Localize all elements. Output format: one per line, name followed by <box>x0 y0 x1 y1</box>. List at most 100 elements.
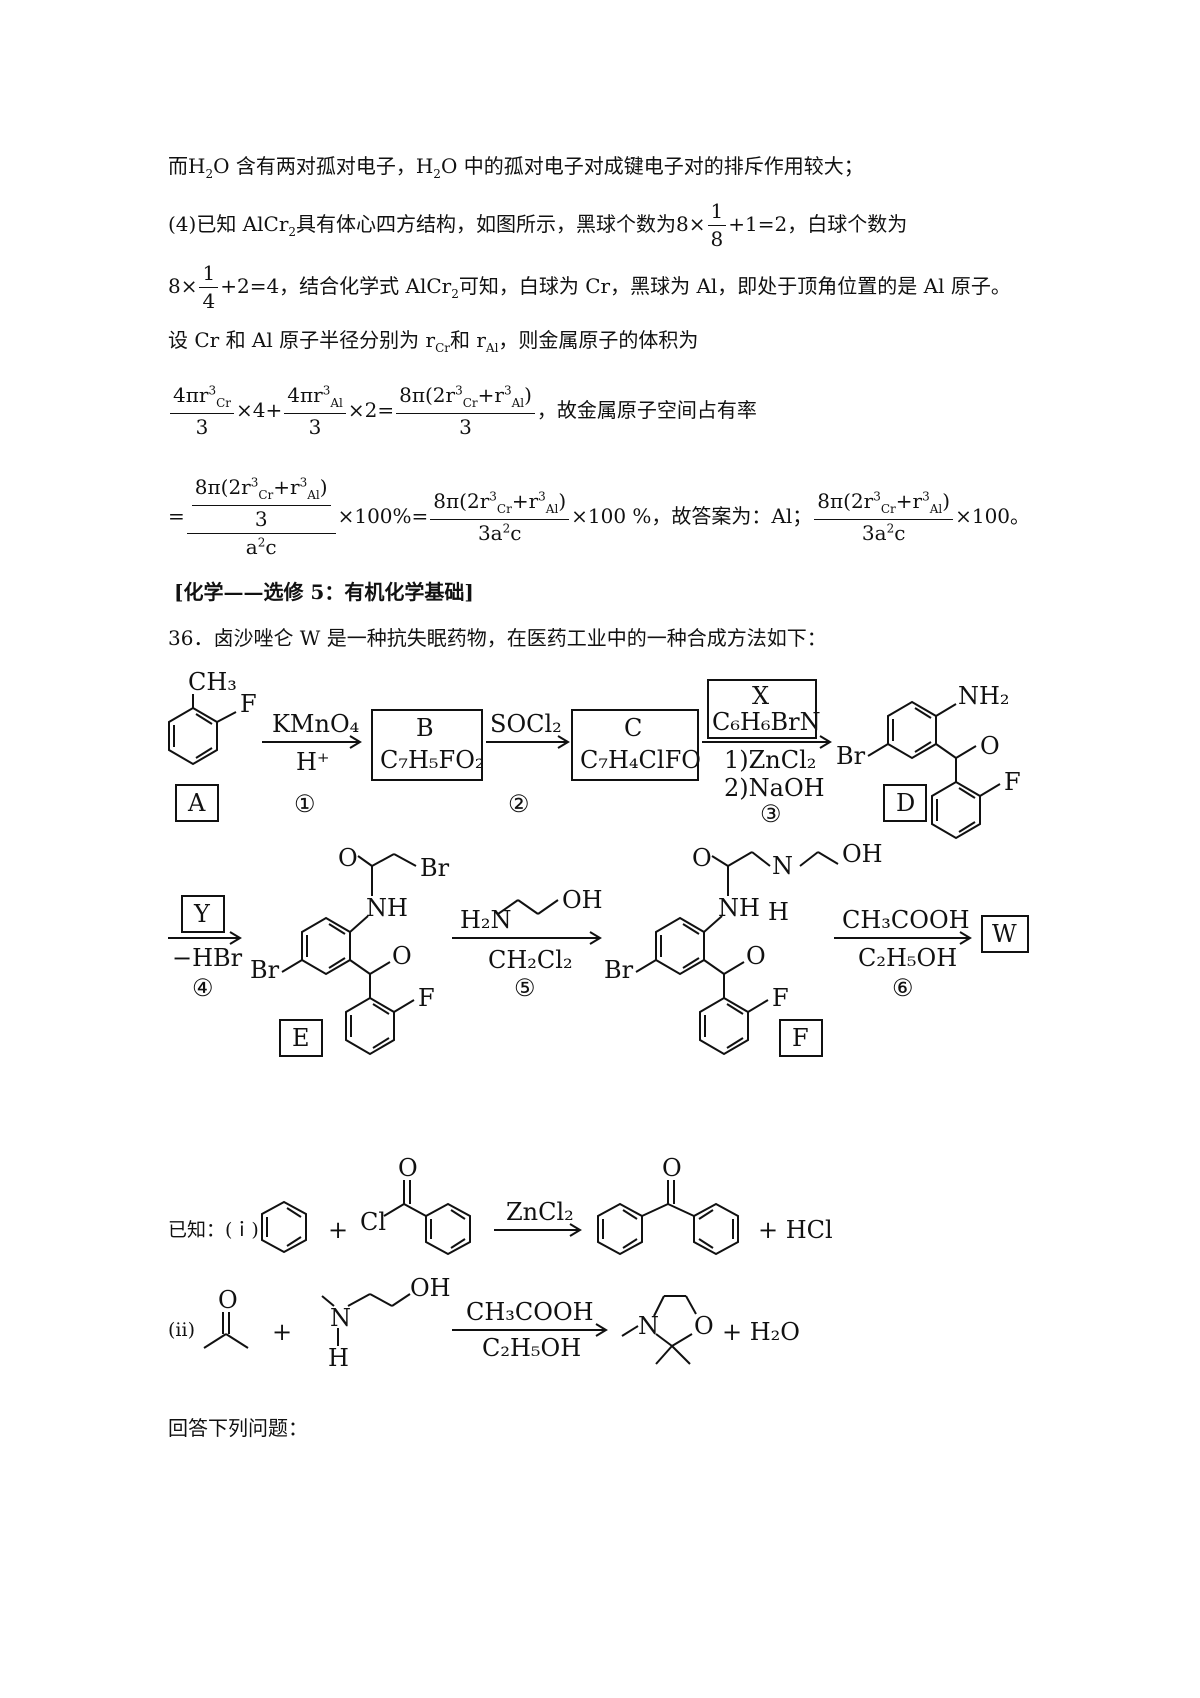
reagent-minus-hbr: −HBr <box>172 944 243 972</box>
label-x: X <box>752 682 769 710</box>
reagent-h-plus: H⁺ <box>296 748 330 776</box>
h-label: H <box>328 1344 349 1372</box>
text-segment: ，则金属原子的体积为 <box>498 328 699 352</box>
benzene-ring-a <box>168 706 218 766</box>
answer-prompt: 回答下列问题： <box>168 1416 308 1440</box>
benzene-ring-e-bottom <box>345 996 395 1056</box>
numerator: 1 <box>199 262 219 288</box>
f-label-e: F <box>418 984 435 1012</box>
denominator: 3a2c <box>861 520 906 545</box>
denominator: 3 <box>459 414 472 439</box>
inner-numerator: 8π(2r3Cr+r3Al) <box>191 475 331 506</box>
known-label-i: 已知：(ｉ) <box>168 1219 259 1241</box>
numerator: 1 <box>707 200 727 226</box>
compound-box-c <box>571 709 699 781</box>
denominator: a2c <box>245 534 277 559</box>
br-label-e: Br <box>250 956 280 984</box>
synthesis-scheme-row1: CH₃ F A KMnO₄ H⁺ ① B C₇H₅FO₂ SOCl₂ ② C C… <box>168 668 1021 840</box>
br-label-f: Br <box>604 956 634 984</box>
text-segment: 可知，白球为 Cr，黑球为 Al，即处于顶角位置的是 Al 原子。 <box>458 274 1011 298</box>
subscript: 2 <box>205 167 214 181</box>
reagent-box-y <box>181 895 225 933</box>
oh-label-f: OH <box>842 840 883 868</box>
step-6: ⑥ <box>892 974 914 1002</box>
label-box-e <box>279 1019 323 1057</box>
denominator: 8 <box>710 227 724 251</box>
product-box-w <box>981 915 1029 953</box>
reagent-oh: OH <box>562 886 603 914</box>
numerator: 8π(2r3Cr+r3Al) <box>430 489 570 520</box>
text-segment: ×100%= <box>337 503 429 528</box>
label-c: C <box>624 714 642 742</box>
label-y: Y <box>193 900 211 928</box>
denominator: 4 <box>202 289 216 313</box>
label-box-a <box>175 784 219 822</box>
reagent-h2n: H₂N <box>460 906 512 934</box>
n-label-ring: N <box>638 1312 659 1340</box>
step-3: ③ <box>760 800 782 828</box>
formula-b: C₇H₅FO₂ <box>380 746 484 774</box>
carbonyl-o-label: O <box>980 732 1000 760</box>
oh-label: OH <box>410 1274 451 1302</box>
label-e: E <box>292 1024 310 1052</box>
o-label-acetone: O <box>218 1286 238 1314</box>
benzene-known-1 <box>261 1200 307 1254</box>
formula-c: C₇H₄ClFO <box>580 746 701 774</box>
fraction: 8π(2r3Cr+r3Al)3a2c <box>430 489 570 545</box>
nh2-label: NH₂ <box>958 682 1010 710</box>
text-segment: +2=4，结合化学式 AlCr <box>220 274 452 298</box>
f-label-d: F <box>1004 768 1021 796</box>
para-radii: 设 Cr 和 Al 原子半径分别为 rCr和 rAl，则金属原子的体积为 <box>168 330 698 354</box>
reagent-zncl2: 1)ZnCl₂ <box>724 746 816 774</box>
step-2: ② <box>508 790 530 818</box>
reagent-socl2: SOCl₂ <box>490 710 562 738</box>
text-segment: (4)已知 AlCr <box>168 212 289 236</box>
reagent-c2h5oh-known: C₂H₅OH <box>482 1334 581 1362</box>
numerator: 8π(2r3Cr+r3Al)3 <box>186 475 336 534</box>
carbonyl-o-label-e: O <box>392 942 412 970</box>
reagent-naoh: 2)NaOH <box>724 774 825 802</box>
fraction: 8π(2r3Cr+r3Al)3a2c <box>814 489 954 545</box>
compound-box-b <box>371 709 483 781</box>
reagent-zncl2-known: ZnCl₂ <box>506 1198 574 1226</box>
text-segment: O 中的孤对电子对成键电子对的排斥作用较大； <box>440 154 864 178</box>
f-label-f: F <box>772 984 789 1012</box>
subscript: Al <box>485 341 499 355</box>
formula-x: C₆H₆BrN <box>712 708 821 736</box>
numerator: 4πr3Cr <box>170 383 234 414</box>
numerator: 8π(2r3Cr+r3Al) <box>814 489 954 520</box>
text-segment: ×100。 <box>955 503 1031 528</box>
step-4: ④ <box>192 974 214 1002</box>
benzene-known-4 <box>693 1202 739 1256</box>
carbonyl-o-label-f: O <box>746 942 766 970</box>
step-1: ① <box>294 790 316 818</box>
br-label: Br <box>836 742 866 770</box>
text-segment: 设 Cr 和 Al 原子半径分别为 r <box>168 328 436 352</box>
inner-fraction: 8π(2r3Cr+r3Al)3 <box>191 475 331 531</box>
nh-label-e: NH <box>366 894 408 922</box>
amide-o-label-f: O <box>692 844 712 872</box>
benzene-ring-f-top <box>655 916 705 976</box>
benzene-ring-f-bottom <box>699 996 749 1056</box>
text-segment: 具有体心四方结构，如图所示，黑球个数为 <box>296 212 677 236</box>
label-d: D <box>896 789 915 817</box>
text-segment: 和 r <box>449 328 486 352</box>
label-b: B <box>416 714 434 742</box>
label-box-f <box>779 1019 823 1057</box>
text-segment: ×4+ <box>236 397 283 422</box>
para-lone-pair: 而H2O 含有两对孤对电子，H2O 中的孤对电子对成键电子对的排斥作用较大； <box>168 156 864 180</box>
water-product: + H₂O <box>722 1318 800 1346</box>
label-w: W <box>992 920 1017 948</box>
n-label-f: N <box>772 852 793 880</box>
step-5: ⑤ <box>514 974 536 1002</box>
subscript: Cr <box>435 341 450 355</box>
plus-sign: + <box>328 1216 348 1244</box>
section-heading: [化学——选修 5：有机化学基础] <box>174 580 474 604</box>
fraction: 8π(2r3Cr+r3Al)3 <box>396 383 535 439</box>
label-box-d <box>883 784 927 822</box>
benzene-ring-d-bottom <box>931 780 981 840</box>
